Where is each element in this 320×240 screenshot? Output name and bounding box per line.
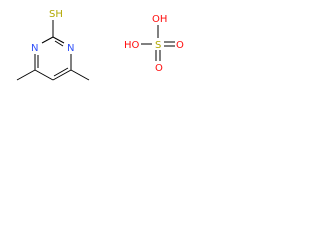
bond-c6-c5 [34,69,54,81]
thiol-label: SH [49,9,63,20]
oxygen-right-label: O [176,40,184,51]
bond-c5-c4-inner [53,67,69,77]
hydroxyl-left-label: HO [124,40,140,51]
pyrimidine-bonds [16,20,90,81]
sulfuric-acid-bonds [141,25,175,61]
structure-canvas: SH N N OH HO S O O [0,0,218,117]
pyrimidine-thiol-molecule: SH N N [16,9,90,81]
structure-drawing: SH N N OH HO S O O [16,9,184,81]
sulfur-label: S [155,40,161,51]
nitrogen-right-label: N [67,43,74,54]
oxygen-bottom-label: O [155,63,163,74]
bond-c2-n3-inner [54,40,64,47]
bond-c2-n3 [52,36,65,44]
sulfuric-acid-molecule: OH HO S O O [124,14,184,74]
hydroxyl-top-label: OH [152,14,167,25]
nitrogen-left-label: N [31,43,38,54]
bond-c6-methyl [16,69,36,81]
bond-c5-c4 [52,69,72,81]
bond-c2-n1 [41,36,54,44]
bond-c4-methyl [70,69,90,81]
